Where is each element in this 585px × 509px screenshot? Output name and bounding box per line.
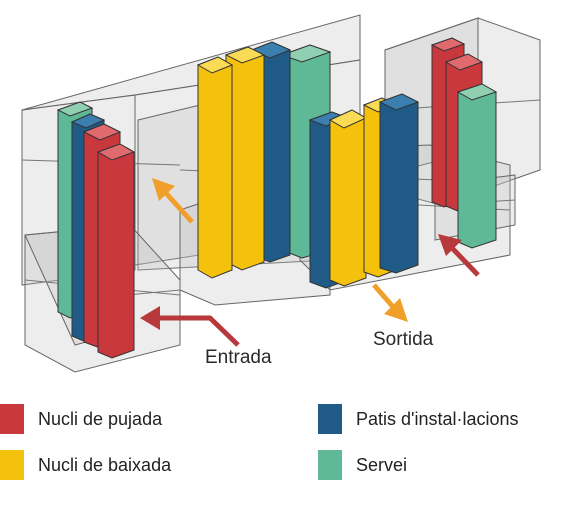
left-column-cluster (56, 101, 136, 359)
legend-item-patis: Patis d'instal·lacions (318, 404, 519, 434)
legend-swatch-red (0, 404, 24, 434)
legend-label: Servei (356, 454, 408, 475)
legend-swatch-yellow (0, 450, 24, 480)
sortida-arrow-upper (152, 178, 194, 224)
legend-label: Patis d'instal·lacions (356, 408, 519, 429)
legend-swatch-green (318, 450, 342, 480)
legend-item-nucli-pujada: Nucli de pujada (0, 404, 162, 434)
building-diagram: Entrada Sortida (21, 14, 541, 373)
sortida-column-cluster (308, 93, 420, 289)
entrada-arrow (140, 306, 240, 347)
legend-swatch-blue (318, 404, 342, 434)
nucli-baixada-column (197, 56, 233, 279)
legend-label: Nucli de pujada (38, 408, 163, 429)
sortida-arrow-lower (372, 283, 408, 322)
legend-item-nucli-baixada: Nucli de baixada (0, 450, 171, 480)
nucli-baixada-column (329, 109, 367, 287)
entrada-label: Entrada (205, 347, 272, 368)
sortida-label: Sortida (373, 329, 434, 350)
legend: Nucli de pujada Patis d'instal·lacions N… (0, 392, 585, 502)
right-column-cluster (430, 37, 498, 249)
patis-column (379, 93, 419, 274)
servei-column (457, 83, 497, 249)
legend-item-servei: Servei (318, 450, 407, 480)
entrada-secondary-arrow (438, 234, 480, 277)
legend-label: Nucli de baixada (38, 454, 172, 475)
nucli-pujada-column (97, 143, 135, 359)
